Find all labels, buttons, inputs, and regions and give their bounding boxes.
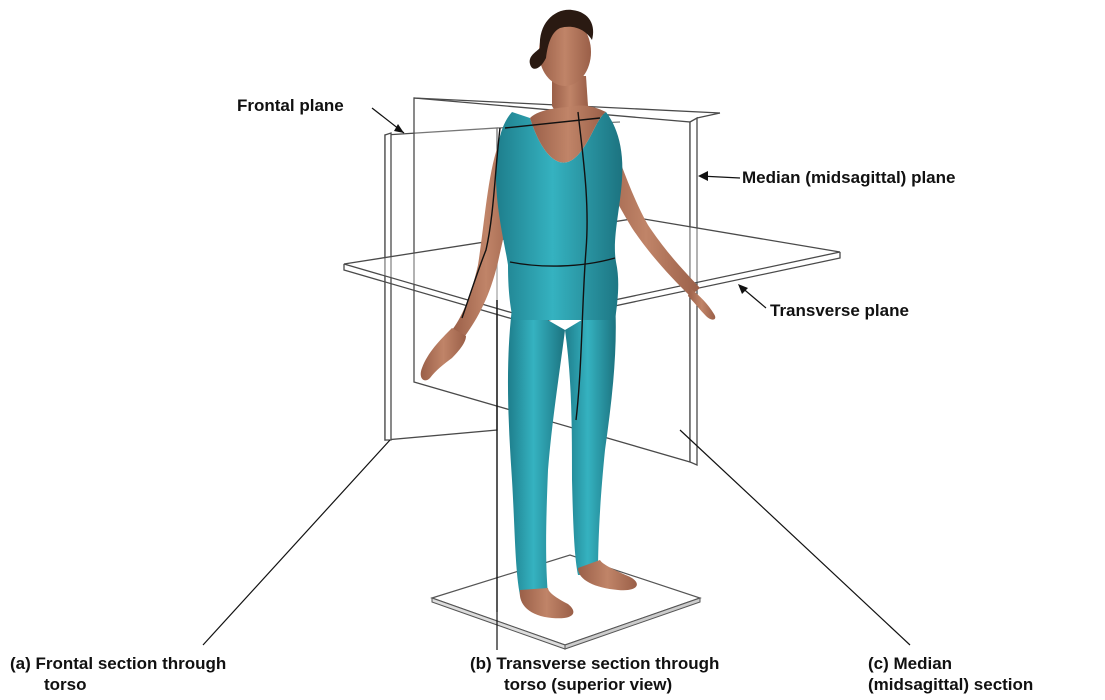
caption-a-line2: torso: [10, 674, 226, 695]
caption-a-line1: (a) Frontal section through: [10, 654, 226, 673]
caption-a: (a) Frontal section through torso: [10, 653, 226, 695]
caption-c: (c) Median (midsagittal) section: [868, 653, 1033, 695]
caption-c-line2: (midsagittal) section: [868, 674, 1033, 695]
caption-c-line1: (c) Median: [868, 654, 952, 673]
caption-b: (b) Transverse section through torso (su…: [470, 653, 719, 695]
frontal-plane-label: Frontal plane: [237, 96, 344, 116]
caption-b-line2: torso (superior view): [470, 674, 719, 695]
floor-plate: [432, 555, 700, 645]
median-plane-label: Median (midsagittal) plane: [742, 168, 955, 188]
caption-b-line1: (b) Transverse section through: [470, 654, 719, 673]
transverse-plane-label: Transverse plane: [770, 301, 909, 321]
